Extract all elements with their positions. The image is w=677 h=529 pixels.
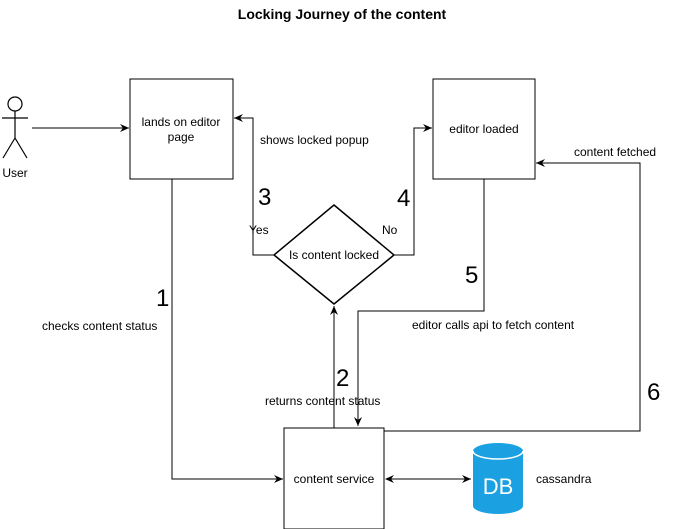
- step-number-2: 2: [336, 365, 349, 392]
- decision-label: Is content locked: [289, 248, 379, 262]
- content-service-box[interactable]: [283, 427, 385, 529]
- label-no: No: [382, 223, 398, 237]
- user-actor-icon: [2, 96, 28, 159]
- step-number-4: 4: [397, 185, 410, 212]
- edge-content-fetched: [384, 159, 641, 432]
- decision-diamond[interactable]: [272, 204, 396, 305]
- step-number-3: 3: [258, 184, 271, 211]
- editor-loaded-label: editor loaded: [449, 122, 518, 136]
- database-icon-text: DB: [483, 474, 514, 499]
- step-number-1: 1: [156, 285, 169, 312]
- edge-no-load-editor: [394, 124, 432, 256]
- step-number-5: 5: [465, 262, 478, 289]
- editor-loaded-box[interactable]: [432, 78, 536, 180]
- label-checks-status: checks content status: [42, 319, 157, 333]
- label-content-fetched: content fetched: [574, 145, 656, 159]
- user-label: User: [2, 166, 27, 180]
- label-shows-locked-popup: shows locked popup: [260, 133, 369, 147]
- edge-yes-show-popup: [234, 114, 274, 256]
- edge-fetch-content: [354, 179, 485, 426]
- editor-page-label-line1: lands on editor: [142, 115, 221, 129]
- database-label: cassandra: [536, 472, 592, 486]
- label-editor-calls-api: editor calls api to fetch content: [412, 318, 575, 332]
- database-icon: [472, 443, 524, 514]
- label-returns-status: returns content status: [265, 394, 380, 408]
- step-number-6: 6: [647, 379, 660, 406]
- editor-page-label-line2: page: [168, 130, 195, 144]
- edge-check-status: [171, 179, 283, 483]
- label-yes: Yes: [249, 223, 269, 237]
- content-service-label: content service: [294, 472, 375, 486]
- diagram-title: Locking Journey of the content: [238, 6, 447, 22]
- editor-page-box[interactable]: [129, 78, 234, 180]
